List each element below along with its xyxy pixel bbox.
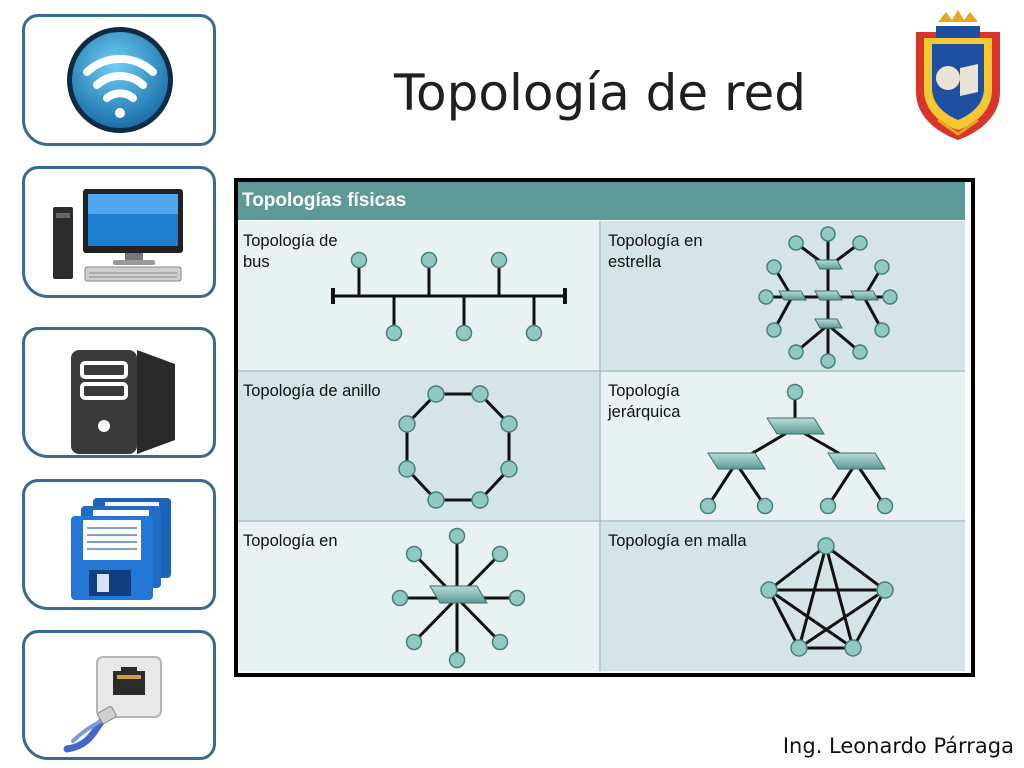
floppy-disks-icon [71, 498, 171, 600]
sidebar-card-ethernet [22, 630, 216, 760]
network-switch [814, 290, 843, 301]
network-switch [827, 452, 886, 470]
cell-hierarchical [601, 372, 965, 520]
network-switch [766, 417, 825, 435]
sidebar-card-server [22, 327, 216, 458]
network-switch [778, 290, 807, 301]
sidebar-card-computer [22, 166, 216, 298]
wifi-icon [67, 27, 173, 133]
network-switch [429, 585, 488, 604]
cell-ring [238, 372, 599, 520]
label-ring: Topología de anillo [243, 382, 381, 400]
slide-title: Topología de red [394, 64, 806, 122]
author-credit: Ing. Leonardo Párraga [782, 734, 1014, 758]
physical-topologies-diagram: Topologías físicas Topología de bus Topo… [234, 178, 975, 677]
network-switch [850, 290, 879, 301]
server-tower-icon [71, 350, 175, 454]
diagram-header-bar [238, 182, 965, 220]
sidebar-card-floppy [22, 479, 216, 610]
network-switch [814, 318, 843, 329]
label-hierarchical: Topología jerárquica [608, 382, 681, 421]
university-crest-logo [916, 10, 1000, 140]
sidebar-card-wifi [22, 14, 216, 146]
label-extended-star: Topología en estrella [608, 232, 703, 271]
diagram-header: Topologías físicas [242, 190, 407, 211]
label-bus: Topología de bus [243, 232, 338, 271]
cell-mesh [601, 522, 965, 671]
network-switch [707, 452, 766, 470]
desktop-computer-icon [53, 189, 183, 282]
label-mesh: Topología en malla [608, 532, 747, 550]
topologies-figure [238, 182, 971, 673]
ethernet-port-icon [63, 656, 162, 753]
network-switch [814, 259, 843, 270]
label-star: Topología en [243, 532, 338, 550]
